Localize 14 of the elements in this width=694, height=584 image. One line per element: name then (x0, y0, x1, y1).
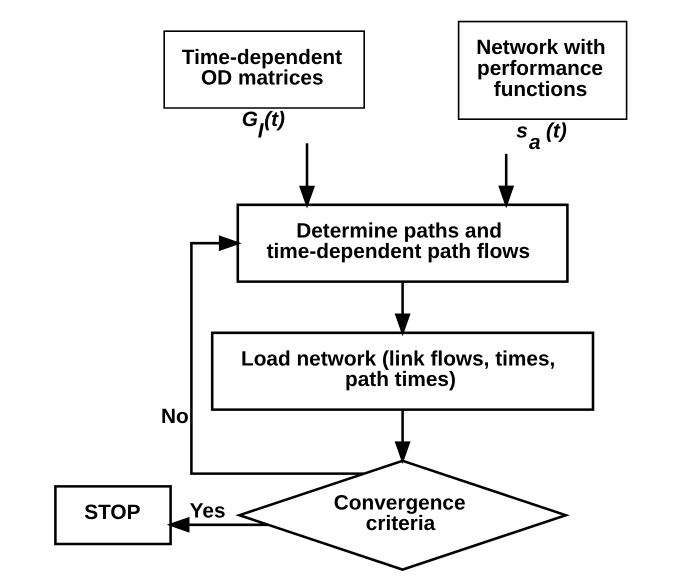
node-box: Load network (link flows, times, path times) (210, 332, 594, 411)
arrow (190, 235, 364, 475)
node-box: Network with performance functions (458, 20, 628, 120)
arrow (394, 282, 411, 336)
edge-label: Yes (190, 499, 226, 522)
node-diamond: Convergence criteria (235, 459, 570, 571)
arrow (166, 516, 268, 533)
node-box: Determine paths and time-dependent path flows (236, 204, 569, 283)
node-box: STOP (54, 485, 172, 546)
arrow (498, 154, 514, 208)
node-box: Time-dependent OD matrices (163, 30, 365, 109)
arrow (394, 410, 411, 464)
edge-label: No (161, 404, 189, 428)
arrow (299, 143, 315, 209)
